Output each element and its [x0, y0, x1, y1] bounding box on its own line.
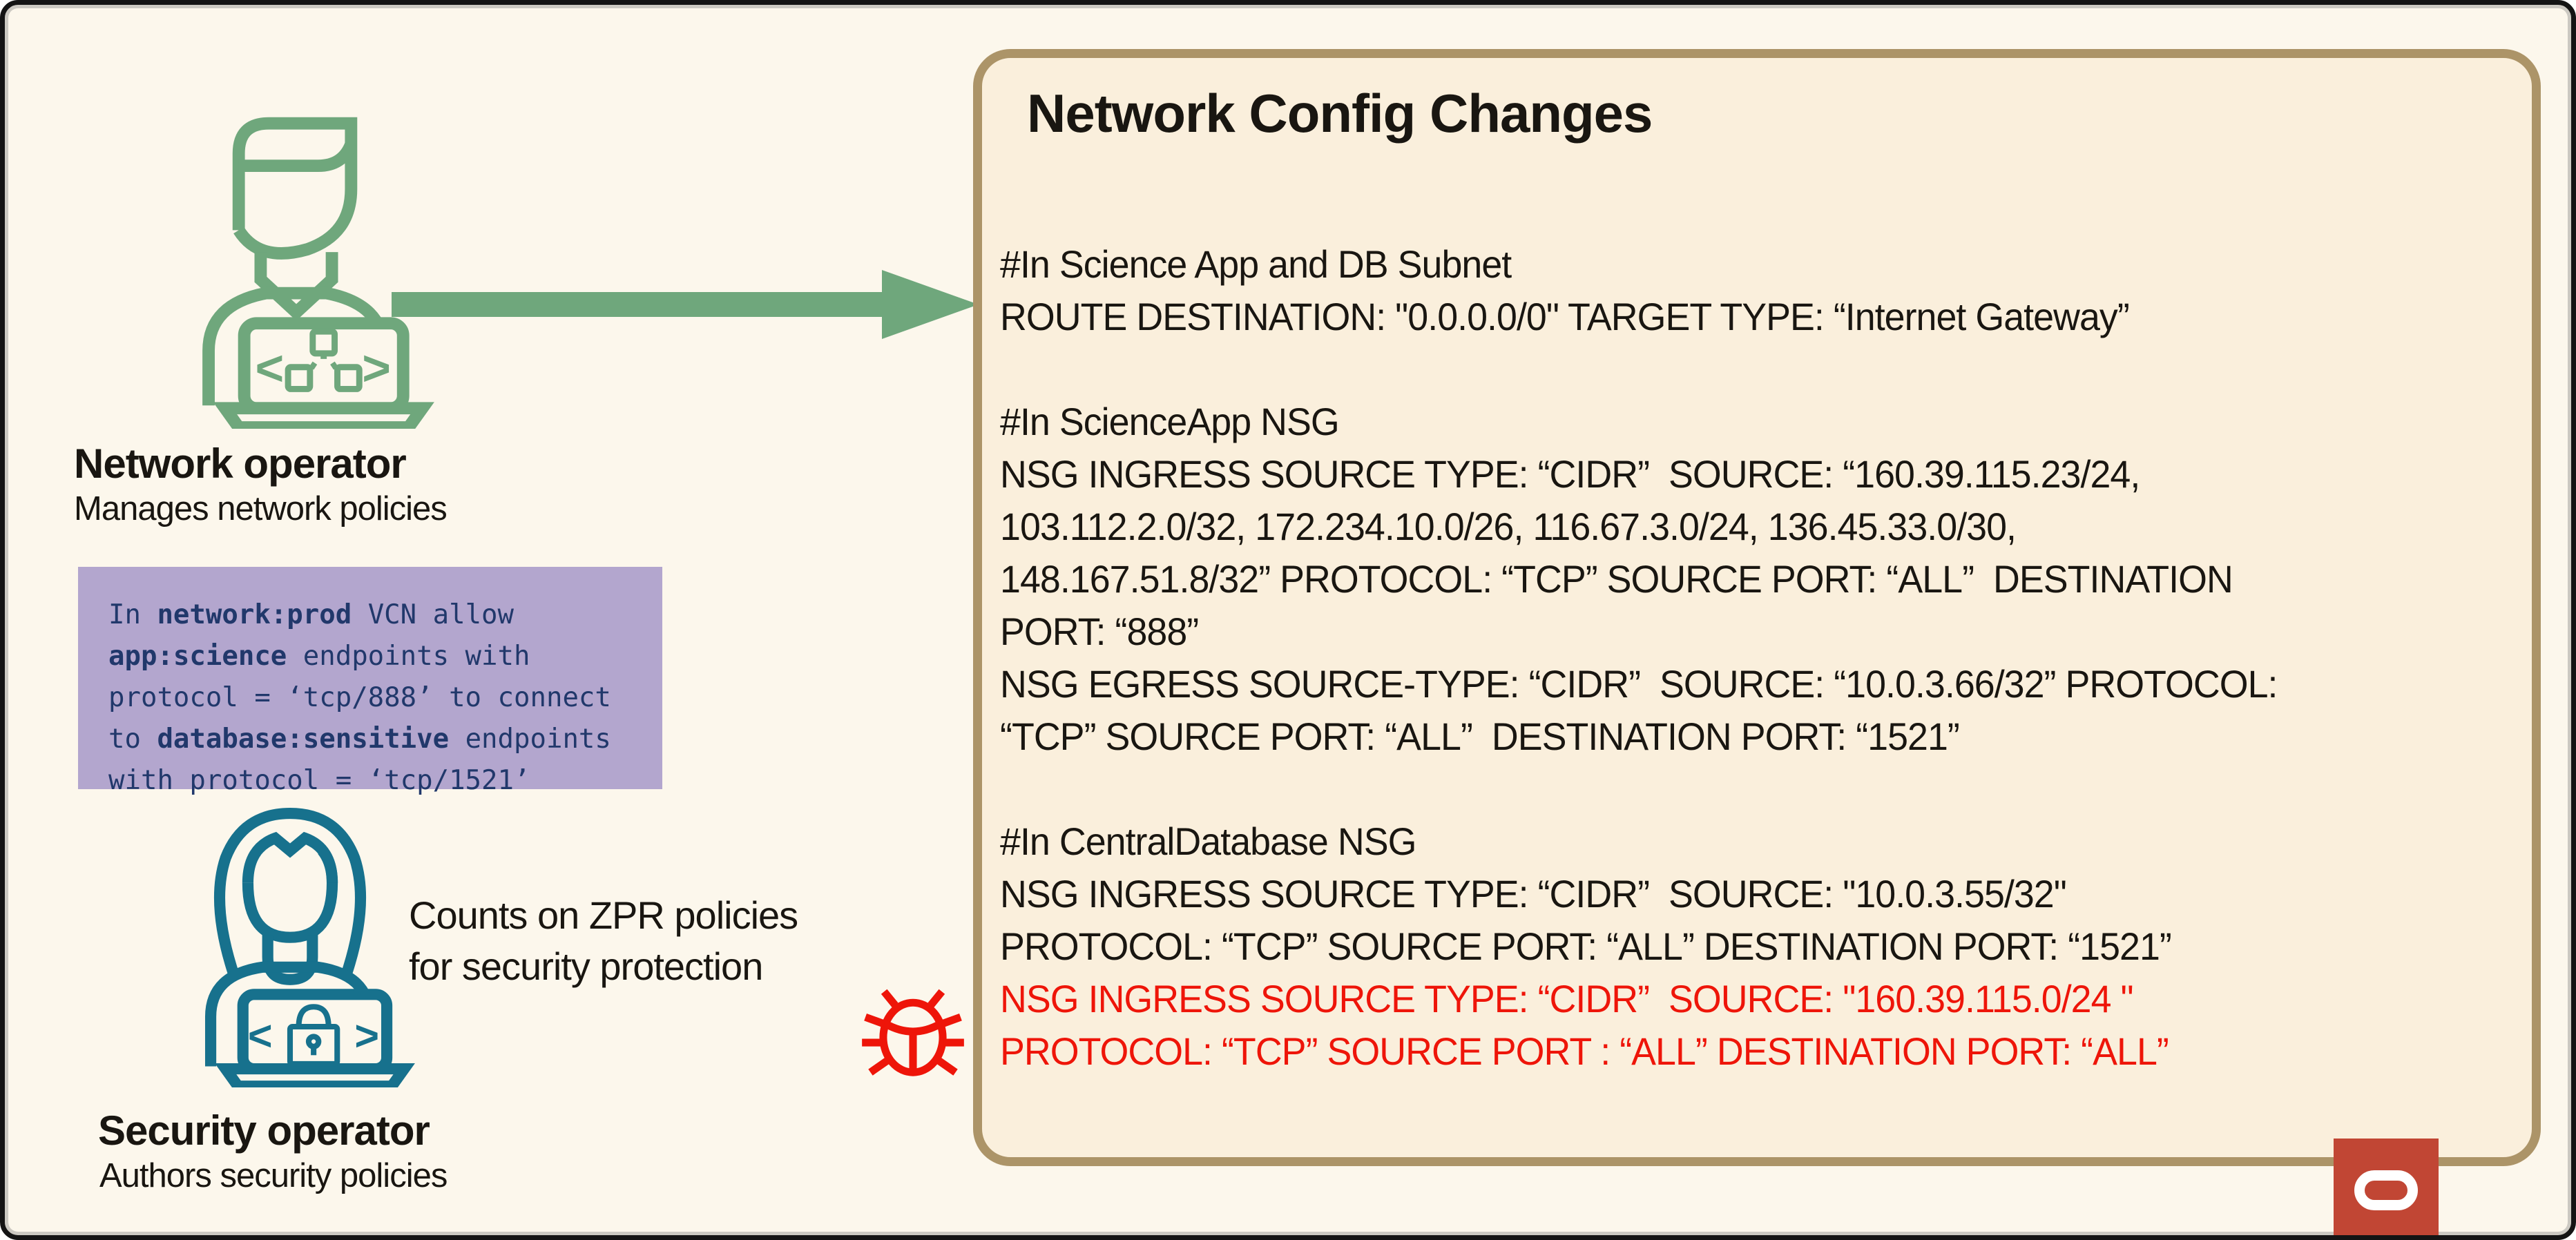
- config-line: #In CentralDatabase NSG: [1000, 820, 1416, 863]
- network-operator-label: Network operator: [74, 440, 407, 487]
- security-operator-description: Authors security policies: [99, 1157, 448, 1194]
- oracle-logo: [2334, 1139, 2439, 1235]
- config-line: #In ScienceApp NSG: [1000, 400, 1340, 443]
- zpr-note: Counts on ZPR policies for security prot…: [409, 890, 798, 992]
- config-line: “TCP” SOURCE PORT: “ALL” DESTINATION POR…: [1000, 715, 1960, 758]
- network-config-panel: [973, 49, 2541, 1166]
- person-with-lock-laptop-icon: < >: [204, 808, 415, 1087]
- zpr-policy-box: In network:prod VCN allow app:science end…: [78, 567, 662, 796]
- oracle-o-mark: [2354, 1170, 2418, 1210]
- svg-text:<: <: [248, 1012, 273, 1059]
- policy-line: with protocol = ‘tcp/1521’: [108, 765, 530, 796]
- config-line: PORT: “888”: [1000, 610, 1199, 653]
- config-line: PROTOCOL: “TCP” SOURCE PORT: “ALL” DESTI…: [1000, 924, 2172, 968]
- zpr-note-line2: for security protection: [409, 944, 763, 988]
- config-line: 103.112.2.0/32, 172.234.10.0/26, 116.67.…: [1000, 505, 2017, 548]
- zpr-note-line1: Counts on ZPR policies: [409, 893, 798, 937]
- config-line: [1000, 343, 2479, 396]
- svg-text:>: >: [362, 341, 391, 396]
- network-operator-description: Manages network policies: [74, 490, 448, 527]
- panel-title: Network Config Changes: [1027, 83, 1653, 144]
- config-line: NSG EGRESS SOURCE-TYPE: “CIDR” SOURCE: “…: [1000, 662, 2278, 706]
- person-with-code-laptop-icon: < >: [202, 117, 434, 429]
- policy-line: app:science endpoints with: [108, 641, 530, 672]
- svg-text:<: <: [255, 341, 284, 396]
- bug-icon: [862, 989, 964, 1076]
- config-line: ROUTE DESTINATION: "0.0.0.0/0" TARGET TY…: [1000, 295, 2130, 338]
- config-line: PROTOCOL: “TCP” SOURCE PORT : “ALL” DEST…: [1000, 1029, 2169, 1073]
- config-line: [1000, 763, 2479, 815]
- config-line: NSG INGRESS SOURCE TYPE: “CIDR” SOURCE: …: [1000, 452, 2140, 496]
- policy-line: In network:prod VCN allow: [108, 599, 515, 630]
- security-operator-label: Security operator: [98, 1107, 430, 1154]
- config-line: NSG INGRESS SOURCE TYPE: “CIDR” SOURCE: …: [1000, 977, 2134, 1020]
- policy-line: to database:sensitive endpoints: [108, 724, 611, 755]
- config-line: #In Science App and DB Subnet: [1000, 242, 1512, 286]
- policy-line: protocol = ‘tcp/888’ to connect: [108, 682, 611, 713]
- right-arrow: [392, 270, 979, 339]
- svg-text:>: >: [354, 1012, 379, 1059]
- config-line: 148.167.51.8/32” PROTOCOL: “TCP” SOURCE …: [1000, 557, 2233, 601]
- config-line: NSG INGRESS SOURCE TYPE: “CIDR” SOURCE: …: [1000, 872, 2067, 916]
